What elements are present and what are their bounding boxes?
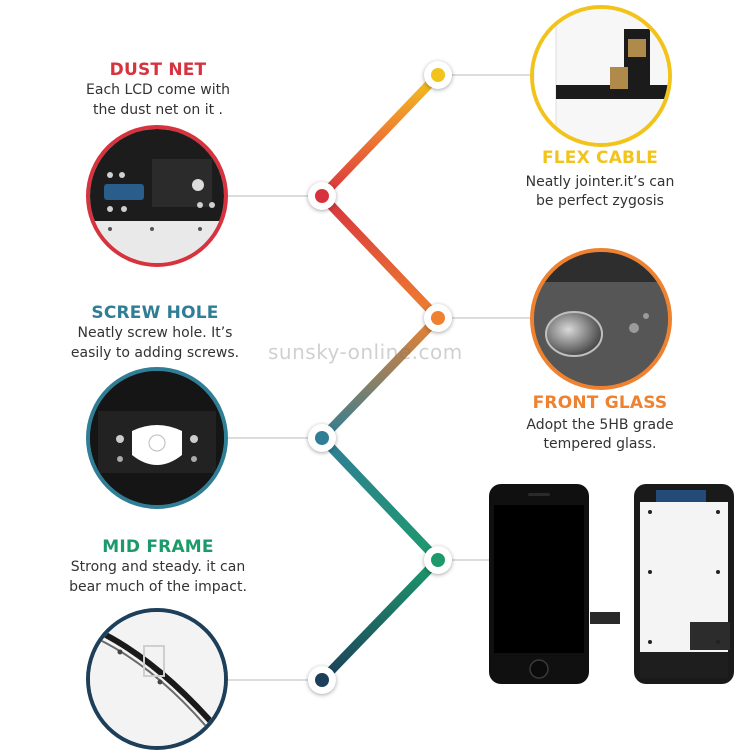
lcd-back-photo (590, 484, 734, 684)
mid-frame-desc-line2: bear much of the impact. (69, 579, 247, 595)
dust-net-photo (86, 125, 228, 267)
flex-cable-title: FLEX CABLE (541, 148, 659, 168)
front-glass-photo (530, 248, 672, 390)
dust-net-title: DUST NET (109, 60, 207, 80)
front-glass-desc-line1: Adopt the 5HB grade (526, 417, 674, 433)
flex-cable-desc-line1: Neatly jointer.it’s can (525, 174, 675, 190)
flex-cable-desc-line2: be perfect zygosis (536, 193, 664, 209)
front-glass-title: FRONT GLASS (532, 393, 668, 413)
mid-frame-title: MID FRAME (102, 537, 214, 557)
screw-hole-desc-line2: easily to adding screws. (70, 345, 240, 361)
node-dust-net (308, 182, 336, 210)
screw-hole-desc-line1: Neatly screw hole. It’s (77, 325, 233, 341)
dust-net-desc-line1: Each LCD come with (86, 82, 230, 98)
node-screw-hole (308, 424, 336, 452)
screw-hole-photo (86, 367, 228, 509)
front-glass-desc-line2: tempered glass. (543, 436, 657, 452)
node-mid-frame (424, 546, 452, 574)
watermark: sunsky-online.com (268, 340, 463, 364)
flex-cable-photo (530, 5, 672, 147)
dust-net-desc-line2: the dust net on it . (92, 102, 223, 118)
node-front-glass (424, 304, 452, 332)
mid-frame-desc-line1: Strong and steady. it can (70, 559, 246, 575)
node-bottom (308, 666, 336, 694)
mid-frame-photo (86, 608, 228, 750)
node-flex-cable (424, 61, 452, 89)
screw-hole-title: SCREW HOLE (91, 303, 219, 323)
lcd-front-photo (489, 484, 589, 684)
